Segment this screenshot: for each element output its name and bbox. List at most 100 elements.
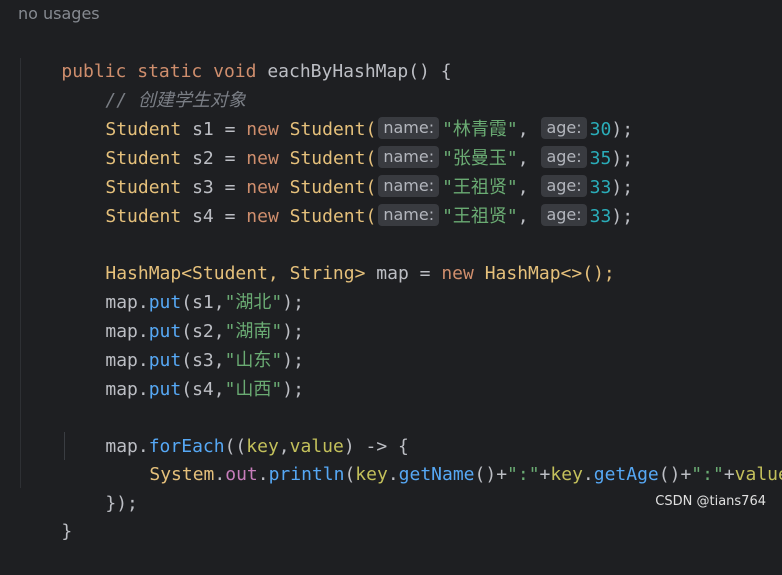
string-literal: "王祖贤"	[442, 206, 518, 227]
put-value: "山东"	[224, 350, 283, 371]
put-method: put	[148, 350, 182, 371]
put-method: put	[148, 321, 182, 342]
param-hint-name: name:	[378, 175, 440, 197]
put-line[interactable]: map.put(s4,"山西");	[62, 346, 304, 400]
constructor-call: Student(	[289, 119, 377, 140]
keyword-new: new	[441, 263, 474, 284]
number-literal: 33	[589, 206, 612, 227]
param-hint-age: age:	[541, 204, 587, 226]
map-decl-line[interactable]: HashMap<Student, String> map = new HashM…	[62, 230, 614, 284]
map-ref: map.	[105, 436, 149, 457]
number-literal: 30	[589, 119, 612, 140]
getage-method: getAge	[593, 464, 659, 485]
comment-line[interactable]: // 创建学生对象	[62, 57, 246, 111]
indent-guide-lambda	[64, 432, 65, 460]
colon-string: ":"	[507, 464, 540, 485]
statement-end: );	[611, 177, 634, 198]
key-ref: key	[355, 464, 388, 485]
student-decl-line[interactable]: Student s3 = new Student(name:"王祖贤", age…	[105, 175, 634, 198]
csdn-watermark: CSDN @tians764	[655, 494, 766, 509]
foreach-method: forEach	[148, 436, 225, 457]
colon-string: ":"	[691, 464, 724, 485]
string-literal: "王祖贤"	[442, 177, 518, 198]
param-hint-age: age:	[541, 175, 587, 197]
assign-op: =	[419, 263, 431, 284]
lambda-param-value: value	[289, 436, 344, 457]
paren-open: (	[344, 464, 356, 485]
param-hint-name: name:	[378, 146, 440, 168]
keyword-void: void	[213, 61, 257, 82]
code-editor[interactable]: no usages public static void eachByHashM…	[0, 0, 782, 542]
plus: +	[723, 464, 735, 485]
put-line[interactable]: map.put(s1,"湖北");	[62, 259, 304, 313]
dot: .	[214, 464, 226, 485]
variable-name: s4	[192, 206, 214, 227]
method-close-brace: }	[61, 521, 73, 542]
keyword-new: new	[246, 177, 279, 198]
type-name: Student	[105, 148, 182, 169]
foreach-open: ((	[224, 436, 247, 457]
dot: .	[257, 464, 269, 485]
map-ref: map.	[105, 379, 149, 400]
string-literal: "林青霞"	[442, 119, 518, 140]
comma: ,	[517, 119, 529, 140]
put-args: (s2,	[181, 321, 225, 342]
map-ref: map.	[105, 350, 149, 371]
comma: ,	[517, 206, 529, 227]
type-name: Student	[105, 206, 182, 227]
method-signature-rest: () {	[408, 61, 452, 82]
constructor-call: Student(	[289, 148, 377, 169]
put-method: put	[148, 379, 182, 400]
type-name: Student	[105, 177, 182, 198]
student-decl-line[interactable]: Student s1 = new Student(name:"林青霞", age…	[105, 117, 634, 140]
param-hint-age: age:	[541, 117, 587, 139]
map-variable: map	[376, 263, 409, 284]
put-line[interactable]: map.put(s2,"湖南");	[62, 288, 304, 342]
foreach-close-line[interactable]: });	[62, 460, 138, 514]
keyword-new: new	[246, 148, 279, 169]
println-line[interactable]: System.out.println(key.getName()+":"+key…	[106, 431, 782, 485]
statement-end: );	[611, 148, 634, 169]
student-decl-line[interactable]: Student s2 = new Student(name:"张曼玉", age…	[105, 146, 634, 169]
map-type: HashMap<Student, String>	[105, 263, 366, 284]
map-ref: map.	[105, 292, 149, 313]
statement-end: );	[611, 206, 634, 227]
comma: ,	[517, 148, 529, 169]
put-args: (s3,	[181, 350, 225, 371]
put-value: "湖北"	[224, 292, 283, 313]
keyword-new: new	[246, 119, 279, 140]
comma: ,	[517, 177, 529, 198]
method-signature-line[interactable]: public static void eachByHashMap() {	[18, 28, 451, 82]
map-constructor: HashMap<>();	[484, 263, 615, 284]
student-decl-line[interactable]: Student s4 = new Student(name:"王祖贤", age…	[105, 204, 634, 227]
dot: .	[582, 464, 594, 485]
map-ref: map.	[105, 321, 149, 342]
statement-end: );	[282, 292, 304, 313]
number-literal: 35	[589, 148, 612, 169]
statement-end: );	[282, 379, 304, 400]
foreach-line[interactable]: map.forEach((key,value) -> {	[62, 403, 408, 457]
call-plus: ()+	[474, 464, 508, 485]
method-name[interactable]: eachByHashMap	[267, 61, 409, 82]
indent-guide	[20, 58, 21, 488]
lambda-arrow: ) -> {	[343, 436, 409, 457]
type-name: Student	[105, 119, 182, 140]
constructor-call: Student(	[289, 177, 377, 198]
param-hint-age: age:	[541, 146, 587, 168]
param-hint-name: name:	[378, 204, 440, 226]
value-ref: value	[734, 464, 782, 485]
method-close-line[interactable]: }	[18, 488, 72, 542]
string-literal: "张曼玉"	[442, 148, 518, 169]
lambda-param-key: key	[246, 436, 279, 457]
statement-end: );	[611, 119, 634, 140]
keyword-new: new	[246, 206, 279, 227]
plus: +	[539, 464, 551, 485]
comma: ,	[278, 436, 290, 457]
usages-hint[interactable]: no usages	[18, 4, 100, 23]
put-args: (s4,	[181, 379, 225, 400]
param-hint-name: name:	[378, 117, 440, 139]
println-method: println	[268, 464, 345, 485]
variable-name: s2	[192, 148, 214, 169]
dot: .	[387, 464, 399, 485]
put-line[interactable]: map.put(s3,"山东");	[62, 317, 304, 371]
